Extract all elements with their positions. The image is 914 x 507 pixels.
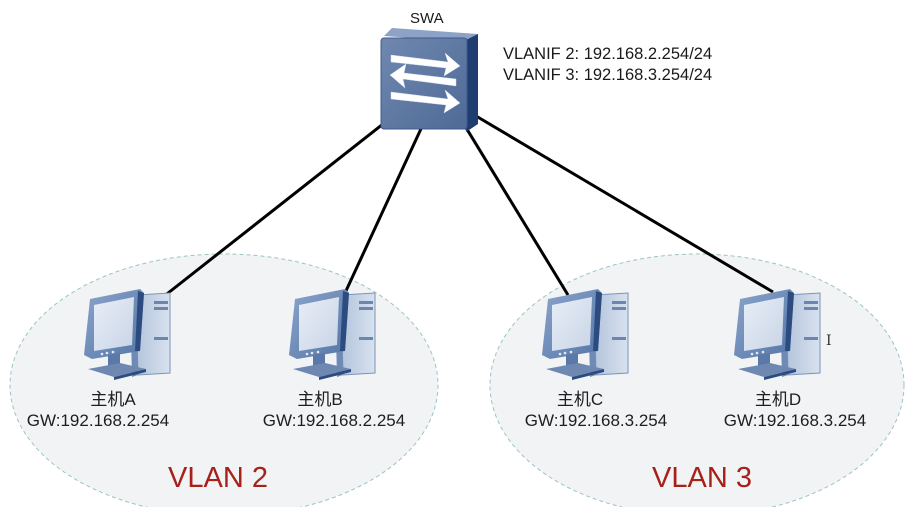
host-b-name: 主机B xyxy=(297,390,343,409)
switch-interfaces: VLANIF 2: 192.168.2.254/24 VLANIF 3: 192… xyxy=(503,44,712,86)
text-cursor-icon: I xyxy=(826,333,832,349)
host-a-name: 主机A xyxy=(90,390,136,409)
host-c-gateway: GW:192.168.3.254 xyxy=(524,411,668,430)
host-d-gateway: GW:192.168.3.254 xyxy=(723,411,867,430)
vlanif-2-address: VLANIF 2: 192.168.2.254/24 xyxy=(503,45,713,63)
link-swa-host-d xyxy=(475,114,774,294)
vlanif-3-address: VLANIF 3: 192.168.3.254/24 xyxy=(503,66,713,84)
switch-icon[interactable] xyxy=(380,28,478,132)
link-swa-host-c xyxy=(463,125,570,296)
vlan-3-label: VLAN 3 xyxy=(652,462,752,494)
switch-name: SWA xyxy=(410,10,444,27)
host-d-name: 主机D xyxy=(754,390,802,409)
host-a-gateway: GW:192.168.2.254 xyxy=(26,411,170,430)
vlan-2-label: VLAN 2 xyxy=(168,462,268,494)
link-swa-host-a xyxy=(162,111,398,299)
link-swa-host-b xyxy=(343,117,428,294)
host-c-name: 主机C xyxy=(556,390,604,409)
host-b-gateway: GW:192.168.2.254 xyxy=(262,411,406,430)
